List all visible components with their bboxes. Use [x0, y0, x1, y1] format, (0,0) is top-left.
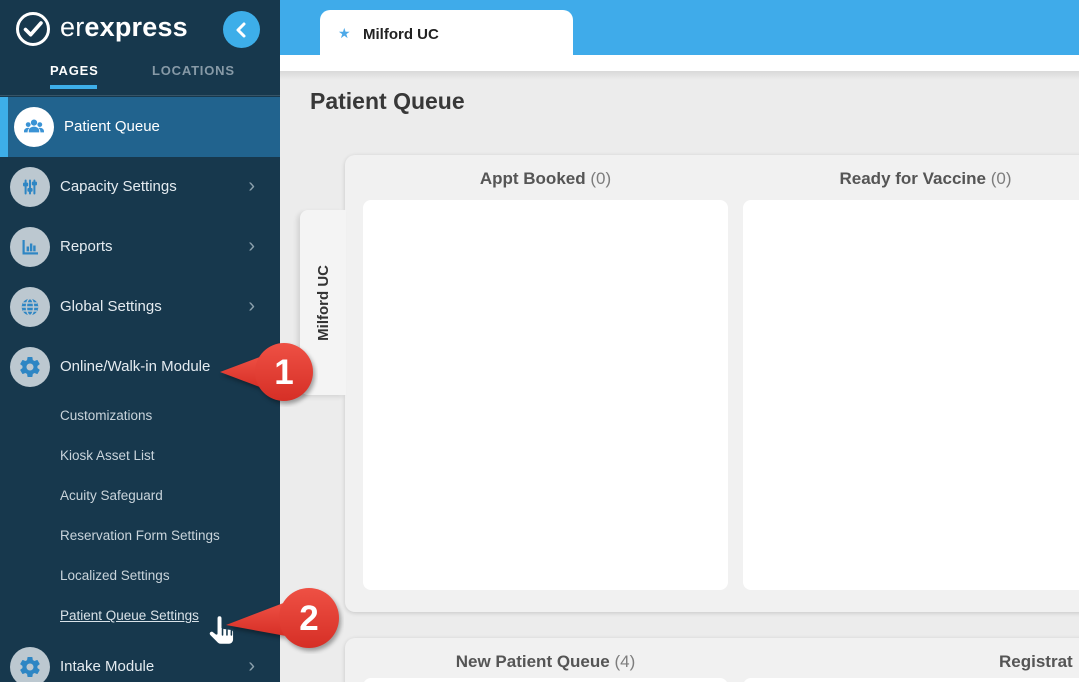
- location-tab-label: Milford UC: [363, 26, 439, 43]
- svg-text:1: 1: [274, 353, 293, 392]
- queue-card: Appt Booked (0) Ready for Vaccine (0): [345, 155, 1079, 612]
- sidebar-subitem-localized-settings[interactable]: Localized Settings: [0, 557, 280, 597]
- registration-panel: [743, 678, 1079, 682]
- new-patient-queue-panel: [363, 678, 728, 682]
- chevron-right-icon: ›: [248, 235, 255, 257]
- page-content: Patient Queue Milford UC Appt Booked (0)…: [280, 71, 1079, 682]
- chevron-right-icon: ›: [248, 295, 255, 317]
- sidebar-subitem-label: Kiosk Asset List: [60, 448, 155, 463]
- sidebar-subitem-kiosk-asset-list[interactable]: Kiosk Asset List: [0, 437, 280, 477]
- bar-chart-icon: [10, 227, 50, 267]
- column-header-appt-booked: Appt Booked (0): [479, 169, 612, 188]
- sliders-icon: [10, 167, 50, 207]
- sidebar-header: erexpress PAGES LOCATIONS: [0, 0, 280, 96]
- main-area: ★ Milford UC Patient Queue Milford UC Ap…: [280, 0, 1079, 682]
- people-icon: [14, 107, 54, 147]
- active-tab-underline: [50, 85, 97, 89]
- erexpress-logo-icon: [14, 10, 52, 48]
- annotation-callout-1: 1: [218, 339, 318, 412]
- sidebar-subitem-reservation-form-settings[interactable]: Reservation Form Settings: [0, 517, 280, 557]
- column-header-registration: Registrat: [999, 652, 1073, 671]
- sidebar-nav: Patient Queue Capacity Settings ›: [0, 97, 280, 682]
- chevron-right-icon: ›: [248, 655, 255, 677]
- column-header-new-patient-queue: New Patient Queue (4): [455, 652, 636, 671]
- appt-booked-panel: [363, 200, 728, 590]
- svg-text:2: 2: [299, 599, 318, 638]
- sidebar-item-online-walkin-module[interactable]: Online/Walk-in Module: [0, 337, 280, 397]
- sidebar-item-label: Global Settings: [60, 298, 162, 315]
- sidebar-item-global-settings[interactable]: Global Settings ›: [0, 277, 280, 337]
- globe-icon: [10, 287, 50, 327]
- sidebar-item-capacity-settings[interactable]: Capacity Settings ›: [0, 157, 280, 217]
- chevron-left-icon: [236, 22, 245, 37]
- ready-for-vaccine-panel: [743, 200, 1079, 590]
- sidebar-subitem-customizations[interactable]: Customizations: [0, 397, 280, 437]
- sidebar-item-label: Capacity Settings: [60, 178, 177, 195]
- sidebar-subitem-acuity-safeguard[interactable]: Acuity Safeguard: [0, 477, 280, 517]
- gear-icon: [10, 347, 50, 387]
- hand-cursor-icon: [204, 612, 242, 659]
- gear-icon: [10, 647, 50, 682]
- sidebar-subitem-label: Customizations: [60, 408, 153, 423]
- sidebar-item-intake-module[interactable]: Intake Module ›: [0, 637, 280, 682]
- sidebar-item-reports[interactable]: Reports ›: [0, 217, 280, 277]
- tab-pages[interactable]: PAGES: [50, 63, 99, 78]
- annotation-callout-2: 2: [224, 584, 344, 659]
- sidebar-subitem-label: Patient Queue Settings: [60, 608, 199, 623]
- chevron-right-icon: ›: [248, 175, 255, 197]
- new-patient-queue-card: New Patient Queue (4) Registrat: [345, 638, 1079, 682]
- brand-text: erexpress: [60, 12, 188, 42]
- sidebar-subitem-label: Reservation Form Settings: [60, 528, 220, 543]
- sidebar-item-label: Patient Queue: [64, 118, 160, 135]
- sidebar-subitem-label: Localized Settings: [60, 568, 170, 583]
- sidebar-subitem-patient-queue-settings[interactable]: Patient Queue Settings: [0, 597, 280, 637]
- location-tab-milford-uc[interactable]: ★ Milford UC: [320, 10, 573, 56]
- sidebar-subitem-label: Acuity Safeguard: [60, 488, 163, 503]
- sidebar-collapse-button[interactable]: [223, 11, 260, 48]
- sidebar-item-label: Intake Module: [60, 658, 155, 675]
- tab-bar-base: [280, 55, 1079, 71]
- sidebar: erexpress PAGES LOCATIONS Patient Queue: [0, 0, 280, 682]
- sidebar-item-label: Online/Walk-in Module: [60, 358, 211, 375]
- tab-locations[interactable]: LOCATIONS: [152, 63, 235, 78]
- sidebar-item-label: Reports: [60, 238, 113, 255]
- vertical-location-tab-label: Milford UC: [314, 264, 332, 341]
- column-header-ready-for-vaccine: Ready for Vaccine (0): [839, 169, 1012, 188]
- star-icon: ★: [338, 25, 351, 41]
- sidebar-item-patient-queue[interactable]: Patient Queue: [0, 97, 280, 157]
- page-title: Patient Queue: [310, 88, 465, 114]
